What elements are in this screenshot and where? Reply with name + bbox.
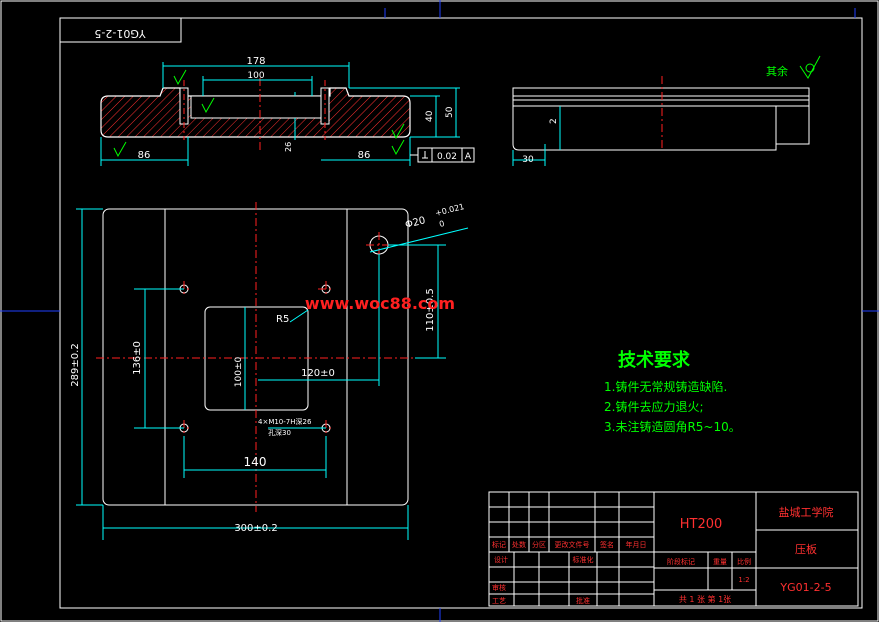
dim-26: 26 (284, 142, 293, 152)
scale-value: 1:2 (738, 576, 749, 584)
hole-tol-upper: +0.021 (434, 202, 465, 218)
plan-view-dimensions (76, 208, 469, 540)
dim-86-right: 86 (358, 150, 371, 161)
school-name: 盐城工学院 (779, 505, 834, 519)
dim-30: 30 (522, 155, 534, 165)
hdr-sign: 签名 (600, 540, 614, 549)
flatness-value: 0.02 (437, 152, 457, 162)
flatness-tolerance-frame (410, 147, 475, 163)
front-view-dimensions (100, 62, 460, 166)
title-block-grid (488, 491, 859, 607)
row-review: 审核 (492, 583, 506, 592)
sheet-info: 共 1 张 第 1张 (679, 594, 731, 604)
drawing-no: YG01-2-5 (779, 581, 831, 594)
side-view-dimensions (512, 106, 561, 166)
hdr-count: 处数 (512, 540, 526, 549)
roughness-note-symbol (799, 55, 821, 79)
dim-178: 178 (246, 56, 265, 67)
row-approve: 批准 (576, 596, 590, 605)
thread-note: 4×M10-7H深26 (258, 417, 312, 426)
side-view (512, 76, 810, 151)
dim-2: 2 (549, 118, 559, 124)
drawing-number-box (59, 17, 182, 43)
watermark: www.woc88.com (305, 294, 455, 313)
weight-header: 重量 (713, 558, 727, 566)
roughness-symbols (113, 69, 405, 158)
drawing-number-text: YG01-2-5 (94, 27, 146, 40)
hdr-date: 年月日 (626, 540, 647, 549)
dim-86-left: 86 (138, 150, 151, 161)
dim-140: 140 (244, 455, 267, 469)
hdr-change-doc: 更改文件号 (555, 540, 590, 549)
stage-mark-header: 阶段标记 (667, 557, 695, 566)
radius-r5: R5 (276, 314, 289, 325)
dim-136: 136±0 (132, 341, 143, 375)
inner-frame (59, 17, 863, 609)
material: HT200 (680, 517, 723, 532)
hole-tol-lower: 0 (438, 219, 445, 229)
thread-note-2: 孔深30 (268, 428, 291, 437)
dim-100: 100 (247, 71, 264, 81)
front-section-view (100, 78, 411, 150)
tech-req-item-1: 1.铸件无常规铸造缺陷. (604, 379, 727, 394)
row-process: 工艺 (492, 597, 506, 605)
tech-req-title: 技术要求 (618, 349, 691, 371)
scale-header: 比例 (737, 557, 751, 566)
title-block-header-row: 标记 处数 分区 更改文件号 签名 年月日 (492, 540, 647, 549)
hole-diameter: Φ20 (404, 215, 427, 231)
tech-req-item-2: 2.铸件去应力退火; (604, 399, 704, 414)
dim-50: 50 (445, 106, 455, 118)
dim-289: 289±0.2 (70, 343, 81, 386)
row-design: 设计 (494, 555, 508, 564)
dim-110: 110±0.5 (425, 288, 436, 331)
hdr-zone: 分区 (532, 540, 546, 549)
dim-120: 120±0 (301, 368, 335, 379)
datum-letter: A (465, 152, 472, 162)
row-standardization: 标准化 (573, 555, 594, 564)
hdr-mark: 标记 (492, 540, 506, 549)
roughness-note-label: 其余 (766, 64, 788, 78)
part-name: 压板 (795, 542, 817, 556)
tech-req-item-3: 3.未注铸造圆角R5~10。 (604, 419, 741, 434)
dim-300: 300±0.2 (234, 523, 277, 534)
dim-100-square: 100±0 (234, 357, 244, 388)
dim-40: 40 (425, 110, 435, 122)
